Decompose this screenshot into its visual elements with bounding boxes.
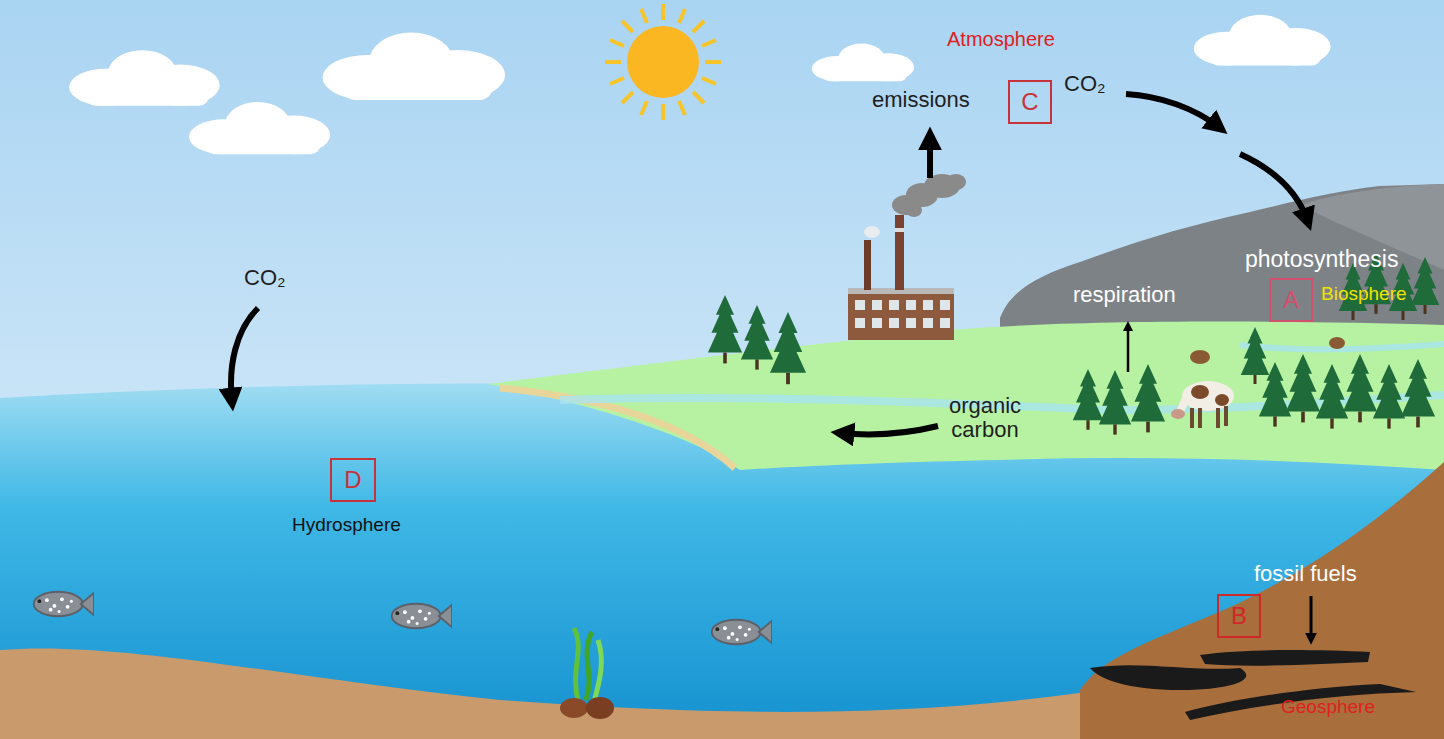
gas-label: CO₂ [244, 266, 286, 290]
callout-letter: A [1283, 288, 1299, 312]
process-label: respiration [1073, 283, 1176, 307]
process-label: emissions [872, 88, 970, 112]
callout-letter: B [1231, 604, 1247, 628]
callout-letter: D [344, 468, 361, 492]
letter-box: C [1008, 80, 1052, 124]
process-label: organic carbon [930, 394, 1040, 442]
sphere-label: Geosphere [1281, 697, 1375, 718]
sphere-label: Biosphere [1321, 284, 1407, 305]
letter-box: A [1269, 278, 1313, 322]
callout-letter: C [1021, 90, 1038, 114]
letter-box: B [1217, 594, 1261, 638]
process-label: fossil fuels [1254, 562, 1357, 586]
sphere-label: Hydrosphere [292, 515, 401, 536]
sphere-label: Atmosphere [947, 28, 1055, 50]
process-label: photosynthesis [1245, 247, 1398, 272]
gas-label: CO₂ [1064, 72, 1106, 96]
letter-box: D [330, 458, 376, 502]
